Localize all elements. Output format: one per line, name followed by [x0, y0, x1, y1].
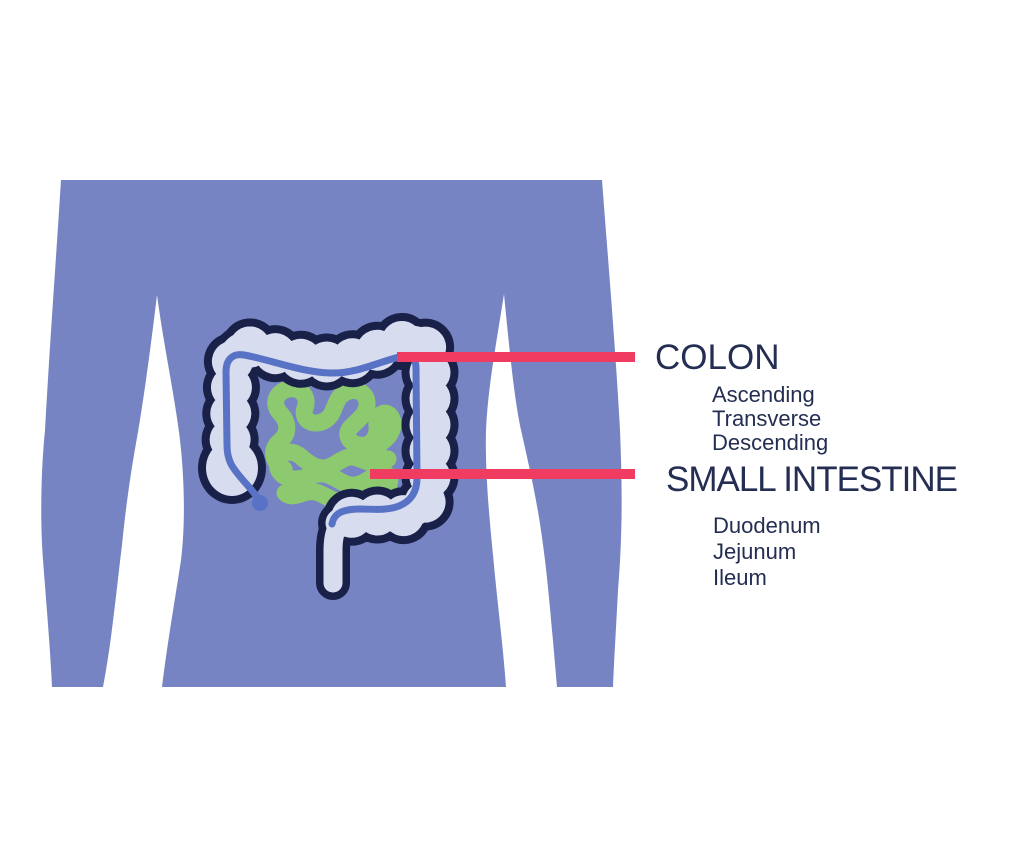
colon-label: COLON	[655, 338, 780, 377]
small-intestine-sublabel-jejunum: Jejunum	[713, 539, 797, 564]
colon-callout-line	[397, 352, 635, 362]
colon-sublabel-ascending: Ascending	[712, 382, 815, 407]
small-intestine-sublabel-duodenum: Duodenum	[713, 513, 821, 538]
small-intestine-shape	[265, 380, 402, 510]
colon-sublabel-transverse: Transverse	[712, 406, 822, 431]
small-intestine-label: SMALL INTESTINE	[666, 460, 958, 499]
small-intestine-callout-line	[370, 469, 635, 479]
colon-lumen	[222, 351, 421, 528]
torso-silhouette	[41, 180, 622, 687]
small-intestine-sublabel-ileum: Ileum	[713, 565, 767, 590]
colon-sublabels: Ascending Transverse Descending	[712, 383, 828, 455]
appendix-shape	[252, 495, 268, 511]
colon-lumen-line	[222, 351, 421, 528]
colon-sublabel-descending: Descending	[712, 430, 829, 455]
small-intestine-sublabels: Duodenum Jejunum Ileum	[713, 513, 821, 591]
